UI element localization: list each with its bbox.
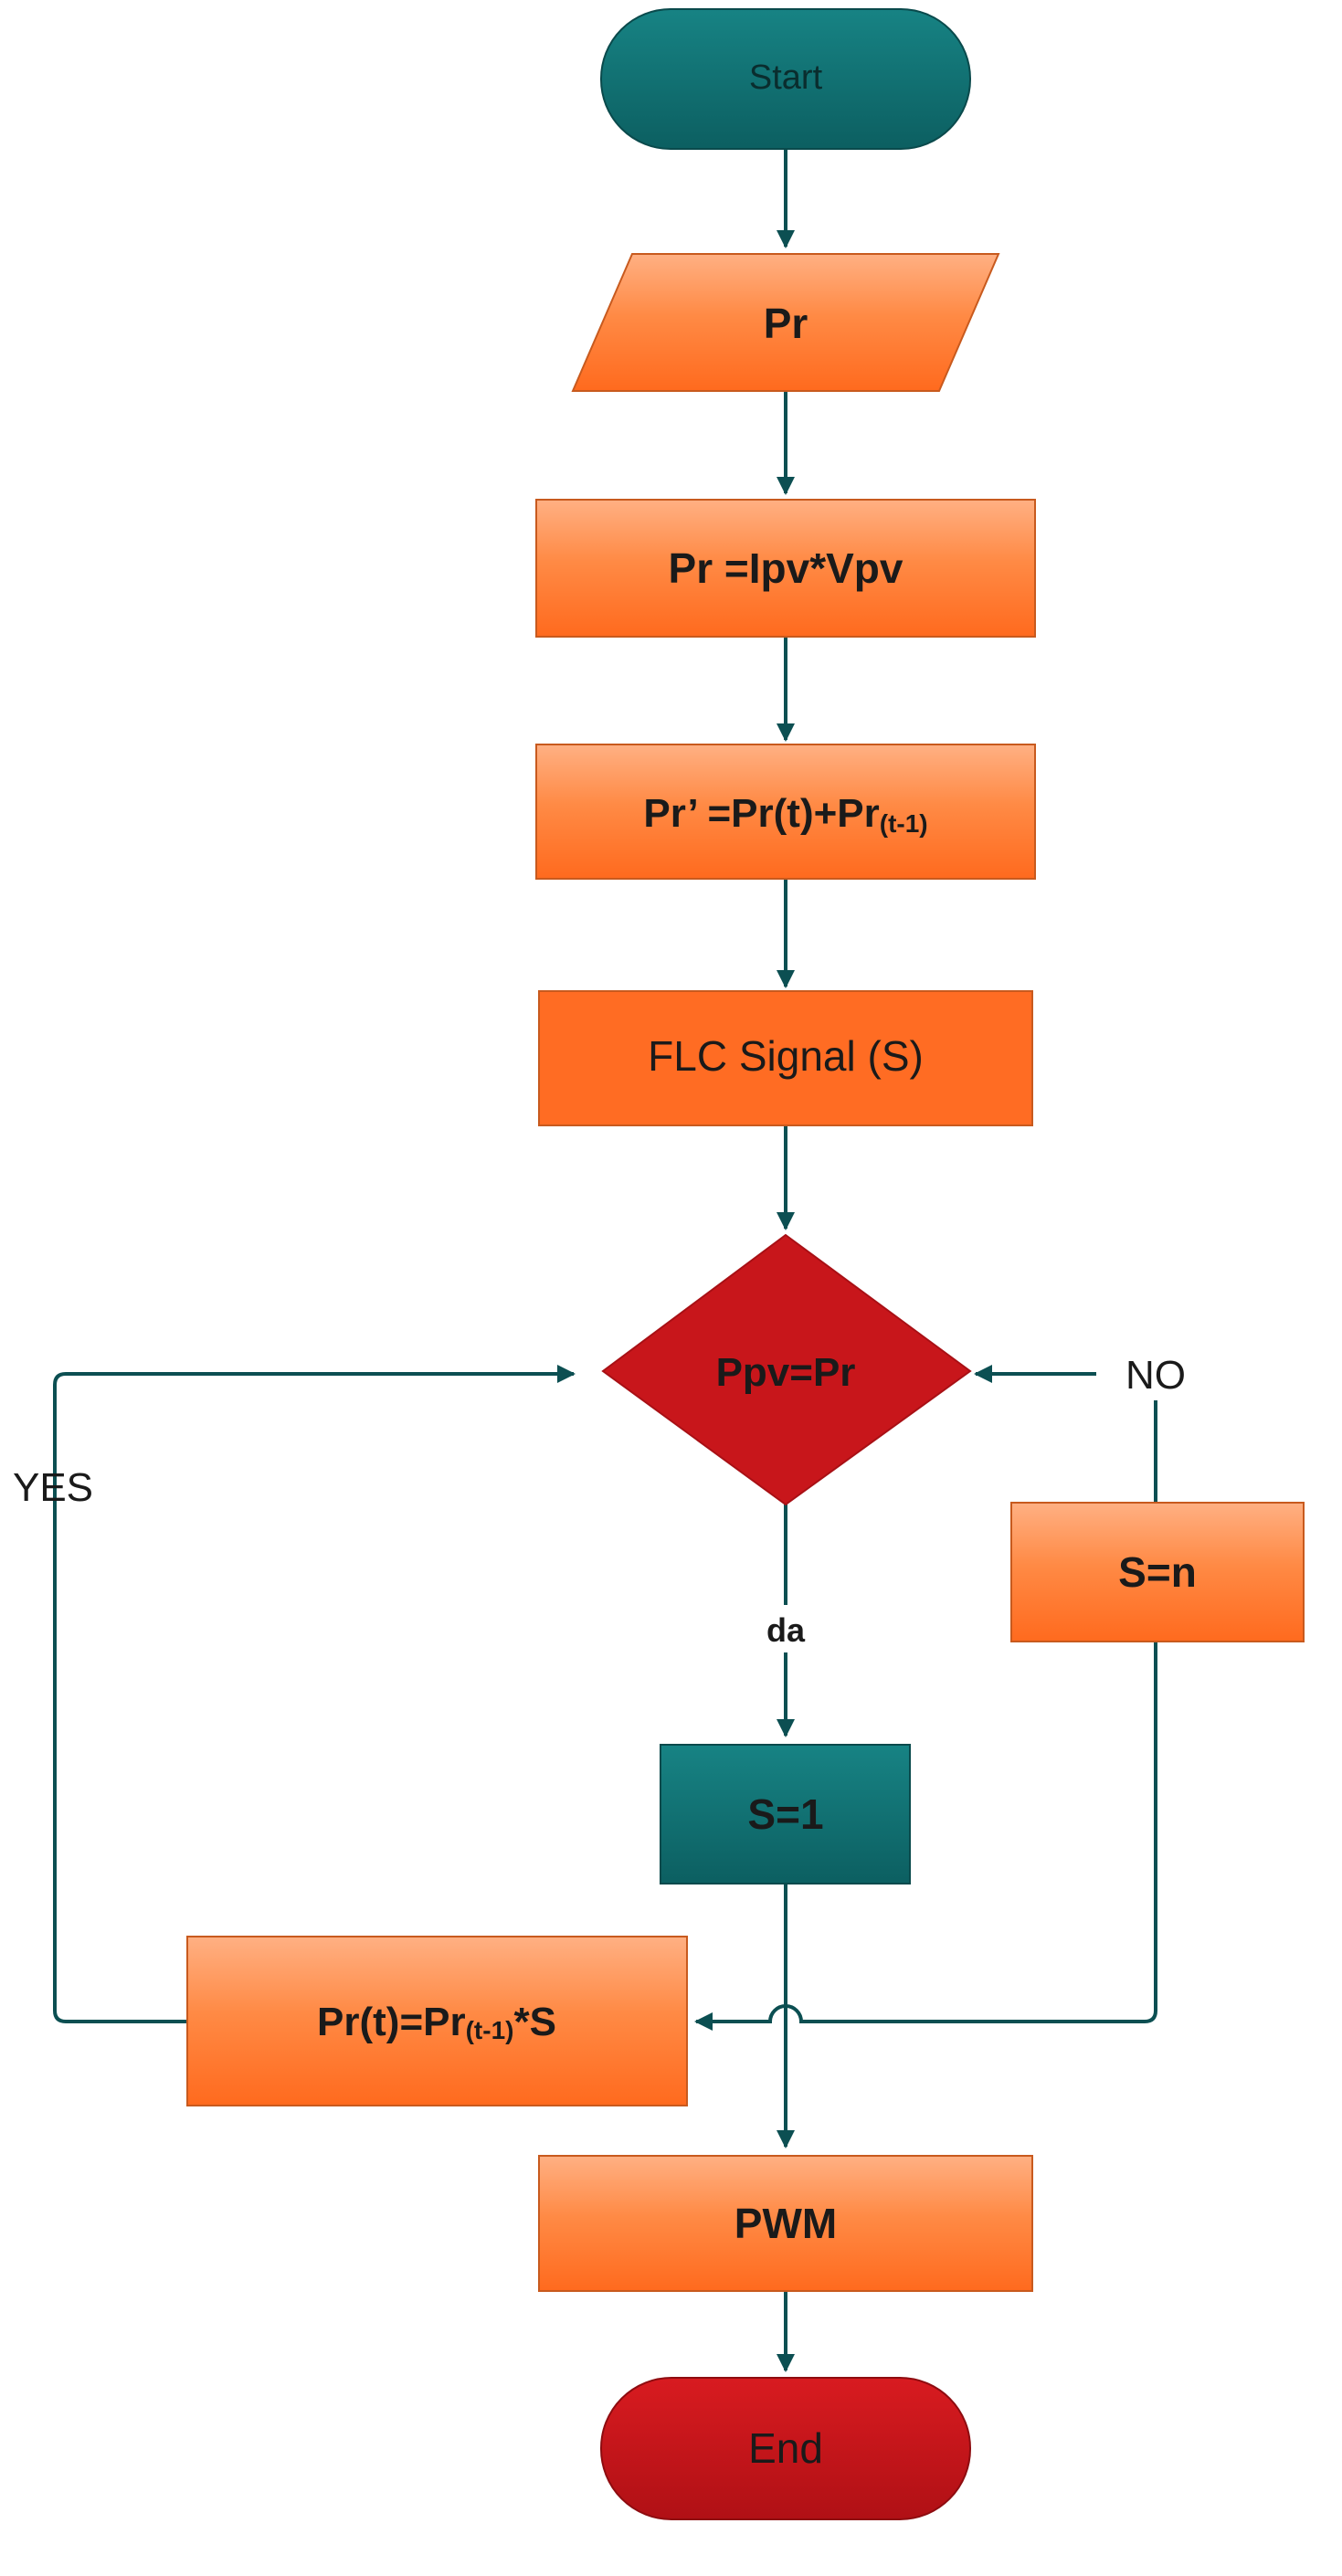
- decision-diamond: [601, 1233, 972, 1506]
- update-post: *S: [513, 2000, 555, 2044]
- start-label: Start: [749, 58, 823, 97]
- s-n-label: S=n: [1118, 1548, 1197, 1596]
- end-terminal: [600, 2377, 971, 2520]
- derivative-label: Pr’ =Pr(t)+Pr(t-1): [643, 791, 927, 838]
- update-subscript: (t-1): [466, 2016, 514, 2044]
- s-n-box: [1010, 1502, 1305, 1642]
- arrow-sn-to-update: [694, 1642, 1157, 2031]
- input-pr-shape: [571, 253, 1000, 392]
- calc-pr-box: [535, 499, 1036, 638]
- input-pr-label: Pr: [764, 300, 808, 347]
- start-terminal: [600, 8, 971, 150]
- derivative-main: Pr’ =Pr(t)+Pr: [643, 791, 879, 836]
- pwm-label: PWM: [734, 2200, 837, 2247]
- derivative-box: [535, 744, 1036, 880]
- update-pre: Pr(t)=Pr: [317, 2000, 466, 2044]
- update-box: [186, 1936, 688, 2106]
- no-label: NO: [1125, 1353, 1186, 1398]
- pwm-box: [538, 2155, 1033, 2292]
- decision-label: Ppv=Pr: [716, 1350, 856, 1395]
- da-label: da: [766, 1611, 806, 1649]
- derivative-subscript: (t-1): [880, 809, 928, 838]
- s-1-label: S=1: [747, 1790, 823, 1838]
- flc-signal-box: [538, 990, 1033, 1126]
- calc-pr-label: Pr =Ipv*Vpv: [669, 544, 903, 592]
- update-label: Pr(t)=Pr(t-1)*S: [317, 2000, 556, 2044]
- s-1-box: [660, 1744, 911, 1884]
- arrow-yes-loop: [53, 1365, 576, 2023]
- yes-label: YES: [13, 1465, 93, 1510]
- flc-signal-label: FLC Signal (S): [648, 1032, 924, 1080]
- da-label-bg: [756, 1605, 815, 1652]
- no-label-bg: [1096, 1346, 1215, 1400]
- end-label: End: [748, 2424, 823, 2472]
